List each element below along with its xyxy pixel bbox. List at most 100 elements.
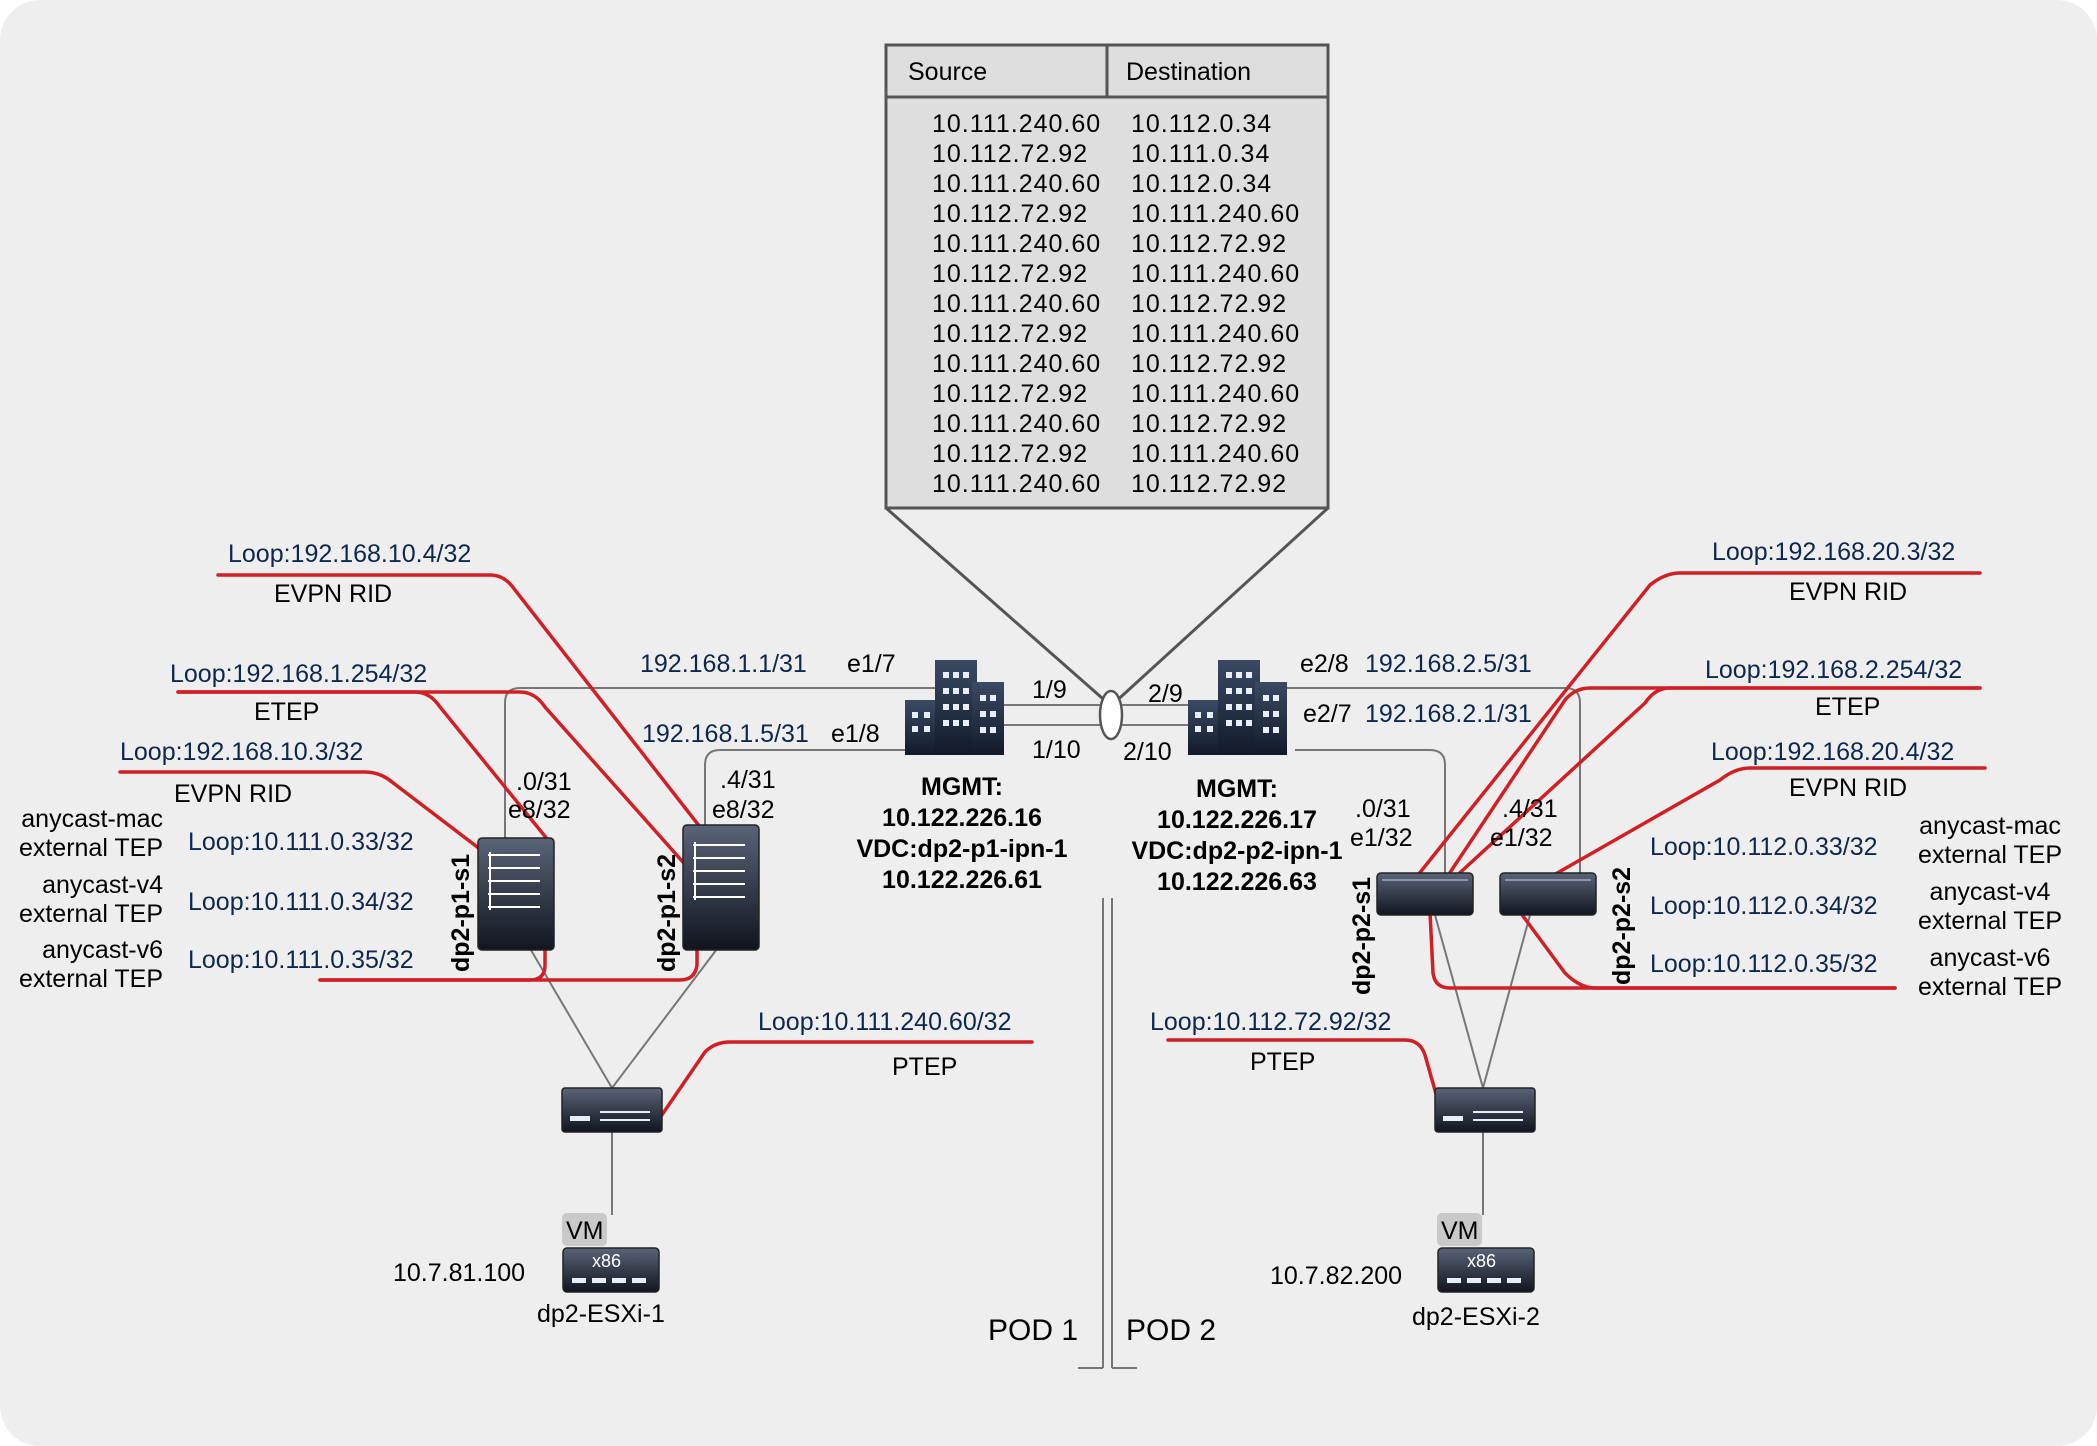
pod1-loop-evpn-rid-top: Loop:192.168.10.4/32	[228, 540, 471, 568]
esxi-host-pod2-icon: VM x86	[1437, 1213, 1535, 1293]
table-cell-destination: 10.112.72.92	[1131, 290, 1287, 318]
pod2-host-name: dp2-ESXi-2	[1412, 1303, 1540, 1331]
pod1-loop-mac: Loop:10.111.0.33/32	[188, 828, 414, 856]
spine-pod1-s1-icon	[477, 837, 555, 951]
pod1-mgmt-4: 10.122.226.61	[882, 866, 1042, 894]
table-cell-destination: 10.112.72.92	[1131, 350, 1287, 378]
pod2-link2-if: e2/7	[1303, 700, 1352, 728]
pod2-loop-v4: Loop:10.112.0.34/32	[1650, 892, 1878, 920]
table-cell-source: 10.112.72.92	[932, 380, 1088, 408]
pod2-ptep: PTEP	[1250, 1048, 1315, 1076]
pod1-evpn-rid-top: EVPN RID	[274, 580, 392, 608]
pod2-loop-evpn-rid-top: Loop:192.168.20.3/32	[1712, 538, 1955, 566]
table-cell-destination: 10.112.72.92	[1131, 410, 1287, 438]
pod2-loop-etep: Loop:192.168.2.254/32	[1705, 656, 1962, 684]
pod1-mgmt-2: 10.122.226.16	[882, 804, 1042, 832]
capture-point-ellipse	[1098, 689, 1124, 741]
pod1-loop-v6: Loop:10.111.0.35/32	[188, 946, 414, 974]
pod2-spine2-name: dp2-p2-s2	[1608, 867, 1636, 985]
table-cell-destination: 10.112.72.92	[1131, 470, 1287, 498]
ipn-router-pod1-icon	[905, 660, 1004, 755]
pod1-link1-ip: 192.168.1.1/31	[640, 650, 807, 678]
x86-label-pod1: x86	[592, 1251, 621, 1271]
pod1-s1-if: e8/32	[508, 796, 571, 824]
pod2-link1-ip: 192.168.2.5/31	[1365, 650, 1532, 678]
pod2-evpn-rid-top: EVPN RID	[1789, 578, 1907, 606]
pod2-labels: Loop:192.168.20.3/32 EVPN RID Loop:192.1…	[1123, 538, 2062, 1347]
pod1-link2-ip: 192.168.1.5/31	[642, 720, 809, 748]
pod1-anycast-v6-2: external TEP	[19, 965, 163, 993]
pod1-ipn-port-b: 1/10	[1032, 736, 1081, 764]
spine-pod2-s2-icon	[1499, 872, 1597, 916]
pod1-anycast-mac-1: anycast-mac	[21, 805, 163, 833]
table-cell-source: 10.112.72.92	[932, 320, 1088, 348]
table-cell-source: 10.112.72.92	[932, 200, 1088, 228]
pod1-loop-v4: Loop:10.111.0.34/32	[188, 888, 414, 916]
pod1-ptep: PTEP	[892, 1053, 957, 1081]
table-cell-source: 10.111.240.60	[932, 110, 1101, 138]
ipn-router-pod2-icon	[1188, 660, 1287, 755]
table-cell-source: 10.112.72.92	[932, 260, 1088, 288]
pod2-loop-evpn-rid-bottom: Loop:192.168.20.4/32	[1711, 738, 1954, 766]
pod2-mgmt-1: MGMT:	[1196, 775, 1278, 803]
pod2-loop-ptep: Loop:10.112.72.92/32	[1150, 1008, 1391, 1036]
pod2-ipn-port-a: 2/9	[1148, 680, 1183, 708]
table-cell-destination: 10.111.240.60	[1131, 200, 1300, 228]
spine-pod2-s1-icon	[1376, 872, 1474, 916]
pod2-s2-addr: .4/31	[1502, 795, 1558, 823]
table-cell-source: 10.111.240.60	[932, 350, 1101, 378]
x86-label-pod2: x86	[1467, 1251, 1496, 1271]
pod2-anycast-v4-2: external TEP	[1918, 907, 2062, 935]
pod2-s1-addr: .0/31	[1355, 795, 1411, 823]
pod2-mgmt-4: 10.122.226.63	[1157, 868, 1317, 896]
pod2-host-ip: 10.7.82.200	[1270, 1262, 1402, 1290]
pod2-evpn-rid-bottom: EVPN RID	[1789, 774, 1907, 802]
pod2-link1-if: e2/8	[1300, 650, 1349, 678]
pod1-evpn-rid-bottom: EVPN RID	[174, 780, 292, 808]
table-cell-source: 10.111.240.60	[932, 170, 1101, 198]
pod2-loop-mac: Loop:10.112.0.33/32	[1650, 833, 1878, 861]
table-header-source: Source	[908, 58, 987, 86]
pod1-s1-addr: .0/31	[516, 768, 572, 796]
pod2-anycast-v6-2: external TEP	[1918, 973, 2062, 1001]
pod1-loop-evpn-rid-bottom: Loop:192.168.10.3/32	[120, 738, 363, 766]
pod1-loop-etep: Loop:192.168.1.254/32	[170, 660, 427, 688]
vm-label-pod2: VM	[1441, 1217, 1479, 1245]
table-header-destination: Destination	[1126, 58, 1251, 86]
pod2-link2-ip: 192.168.2.1/31	[1365, 700, 1532, 728]
pod2-s2-if: e1/32	[1490, 824, 1553, 852]
pod1-etep: ETEP	[254, 698, 319, 726]
pod1-mgmt-1: MGMT:	[921, 773, 1003, 801]
flow-table: Source Destination 10.111.240.60 10.112.0…	[884, 43, 1330, 741]
table-cell-source: 10.112.72.92	[932, 140, 1088, 168]
table-cell-destination: 10.112.0.34	[1131, 110, 1272, 138]
pod1-anycast-v4-1: anycast-v4	[42, 871, 163, 899]
vm-label-pod1: VM	[566, 1217, 604, 1245]
spine-pod1-s2-icon	[682, 824, 760, 951]
table-cell-destination: 10.112.72.92	[1131, 230, 1287, 258]
leaf-pod1-icon	[561, 1087, 663, 1133]
red-loopback-links	[118, 571, 1987, 1127]
pod1-anycast-v6-1: anycast-v6	[42, 936, 163, 964]
table-cell-source: 10.111.240.60	[932, 230, 1101, 258]
table-cell-destination: 10.111.240.60	[1131, 260, 1300, 288]
pod2-loop-v6: Loop:10.112.0.35/32	[1650, 950, 1878, 978]
pod1-labels: Loop:192.168.10.4/32 EVPN RID Loop:192.1…	[19, 540, 1081, 1347]
pod2-s1-if: e1/32	[1350, 824, 1413, 852]
pod1-anycast-v4-2: external TEP	[19, 900, 163, 928]
pod2-anycast-v6-1: anycast-v6	[1930, 944, 2051, 972]
pod2-anycast-v4-1: anycast-v4	[1930, 878, 2051, 906]
pod2-anycast-mac-1: anycast-mac	[1919, 812, 2061, 840]
pod1-s2-if: e8/32	[712, 796, 775, 824]
pod-divider	[1078, 898, 1137, 1369]
pod1-link1-if: e1/7	[847, 650, 896, 678]
pod2-etep: ETEP	[1815, 693, 1880, 721]
pod1-spine2-name: dp2-p1-s2	[653, 854, 681, 972]
pod1-host-name: dp2-ESXi-1	[537, 1300, 665, 1328]
pod2-mgmt-2: 10.122.226.17	[1157, 806, 1317, 834]
esxi-host-pod1-icon: VM x86	[562, 1213, 660, 1293]
pod2-label: POD 2	[1126, 1314, 1216, 1347]
table-cell-source: 10.112.72.92	[932, 440, 1088, 468]
